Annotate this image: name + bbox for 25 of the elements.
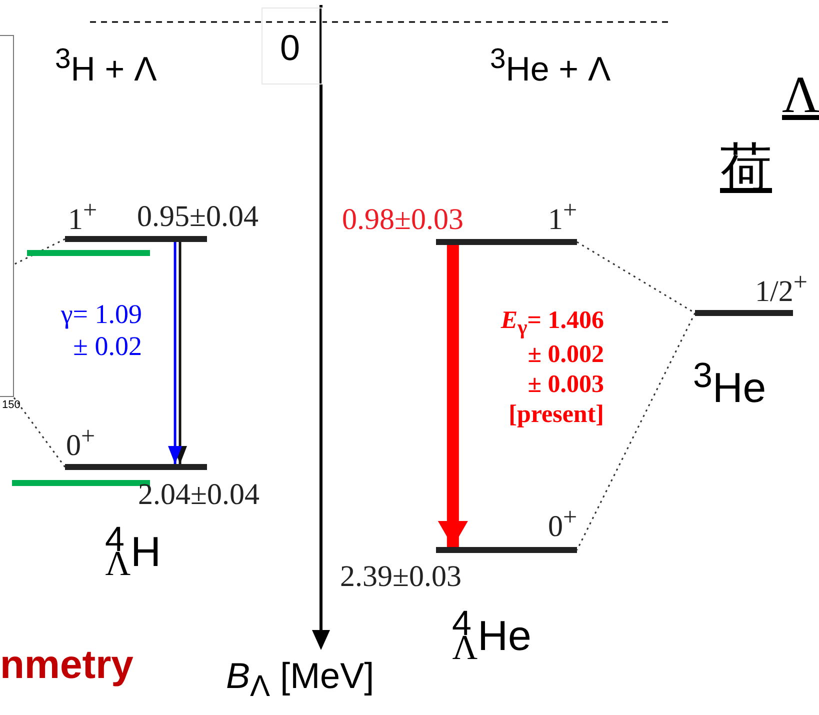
edge-label: γ= 1.09 ± 0.02	[60, 298, 142, 363]
transition-arrow	[168, 242, 182, 464]
reaction-threshold-label: $^{3}$He + Λ	[490, 45, 611, 86]
level-label: 1/2$^{+}$	[755, 270, 808, 307]
level-label: 2.04±0.04	[138, 480, 260, 510]
level-label: 1$^{+}$	[68, 198, 98, 235]
axis-tick-label: 150	[2, 400, 20, 411]
level-label: 0$^{+}$	[66, 424, 96, 461]
slide-title: 荷	[720, 142, 772, 194]
correspondence-line	[12, 238, 66, 266]
axis-label: B$_{Λ}$ [MeV]	[226, 658, 374, 702]
level-label: 0$^{+}$	[548, 505, 578, 542]
level-label: 0.98±0.03	[342, 205, 464, 235]
level-label: 1$^{+}$	[548, 198, 578, 235]
slide-title: Λ	[782, 70, 819, 122]
level-label: 2.39±0.03	[340, 562, 462, 592]
transition-arrow	[438, 245, 468, 547]
edge-label: E$_{γ}$= 1.406 ± 0.002 ± 0.003 [present]	[500, 306, 604, 430]
level-label: 0.95±0.04	[137, 202, 258, 232]
reaction-threshold-label: $^{3}$H + Λ	[55, 45, 157, 86]
nucleus-label: $^{3}$He	[693, 358, 766, 409]
slide-heading: nmetry	[0, 645, 134, 685]
energy-zero-label: 0	[280, 30, 300, 66]
correspondence-line	[576, 312, 696, 550]
correspondence-line	[11, 394, 66, 468]
